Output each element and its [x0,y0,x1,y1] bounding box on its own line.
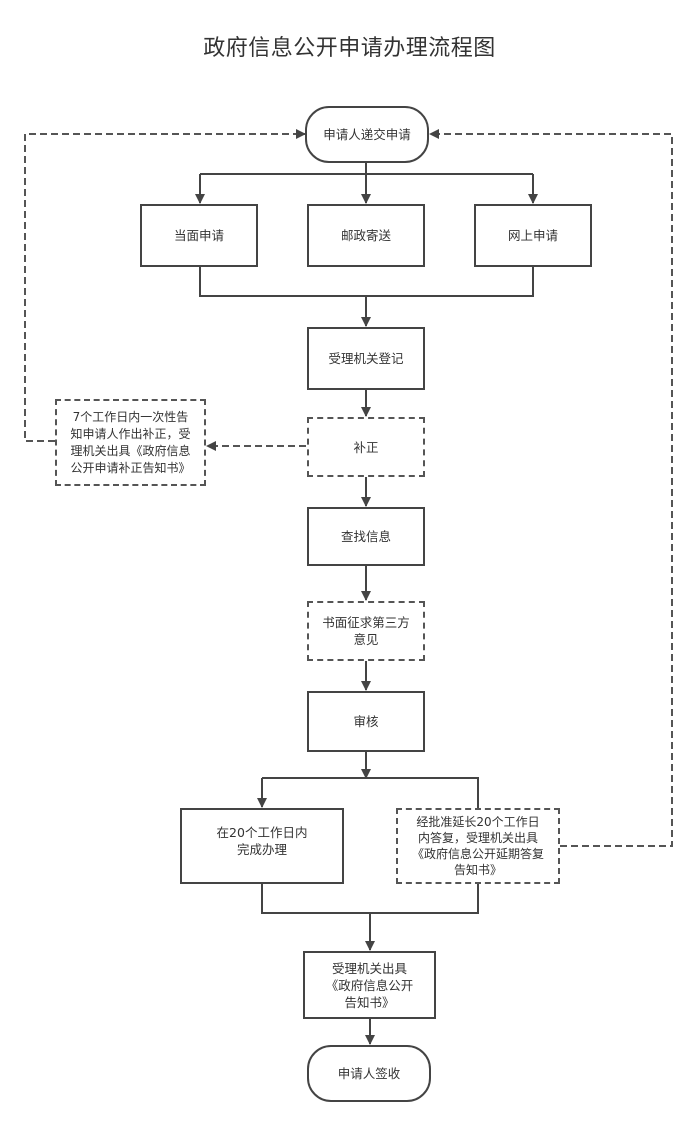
edge-merge-bar [261,883,479,914]
edge-notice-loop-to-submit [24,129,306,442]
node-review: 审核 [307,691,425,752]
node-submit-application: 申请人递交申请 [305,106,429,163]
node-label: 经批准延长20个工作日 内答复，受理机关出具 《政府信息公开延期答复 告知书》 [411,815,544,877]
node-label: 受理机关登记 [328,351,404,366]
node-extension-notice: 经批准延长20个工作日 内答复，受理机关出具 《政府信息公开延期答复 告知书》 [396,808,560,884]
node-label: 审核 [353,714,379,729]
node-register: 受理机关登记 [307,327,425,390]
node-label: 在20个工作日内 完成办理 [216,825,308,857]
node-label: 申请人签收 [337,1066,401,1081]
node-third-party-opinion: 书面征求第三方 意见 [307,601,425,661]
node-applicant-sign: 申请人签收 [307,1045,431,1102]
edge-extension-loop-to-submit [429,129,673,847]
node-search-info: 查找信息 [307,507,425,566]
node-label: 查找信息 [340,529,391,544]
node-label: 申请人递交申请 [323,127,411,142]
node-correction-notice: 7个工作日内一次性告 知申请人作出补正，受 理机关出具《政府信息 公开申请补正告… [55,399,206,486]
node-label: 网上申请 [507,228,558,243]
node-issue-notice: 受理机关出具 《政府信息公开 告知书》 [303,951,436,1019]
node-label: 当面申请 [173,228,224,243]
node-complete-in-20-days: 在20个工作日内 完成办理 [180,808,344,884]
edge-split-bar [262,777,479,808]
node-label: 邮政寄送 [340,228,391,243]
node-in-person: 当面申请 [140,204,258,267]
node-online: 网上申请 [474,204,592,267]
node-label: 补正 [353,439,379,455]
node-postal: 邮政寄送 [307,204,425,267]
node-label: 7个工作日内一次性告 知申请人作出补正，受 理机关出具《政府信息 公开申请补正告… [70,409,191,475]
node-correction: 补正 [307,417,425,477]
node-label: 书面征求第三方 意见 [322,615,410,647]
edge-channels-merge [199,266,534,297]
node-label: 受理机关出具 《政府信息公开 告知书》 [325,960,414,1010]
diagram-title: 政府信息公开申请办理流程图 [203,36,496,61]
